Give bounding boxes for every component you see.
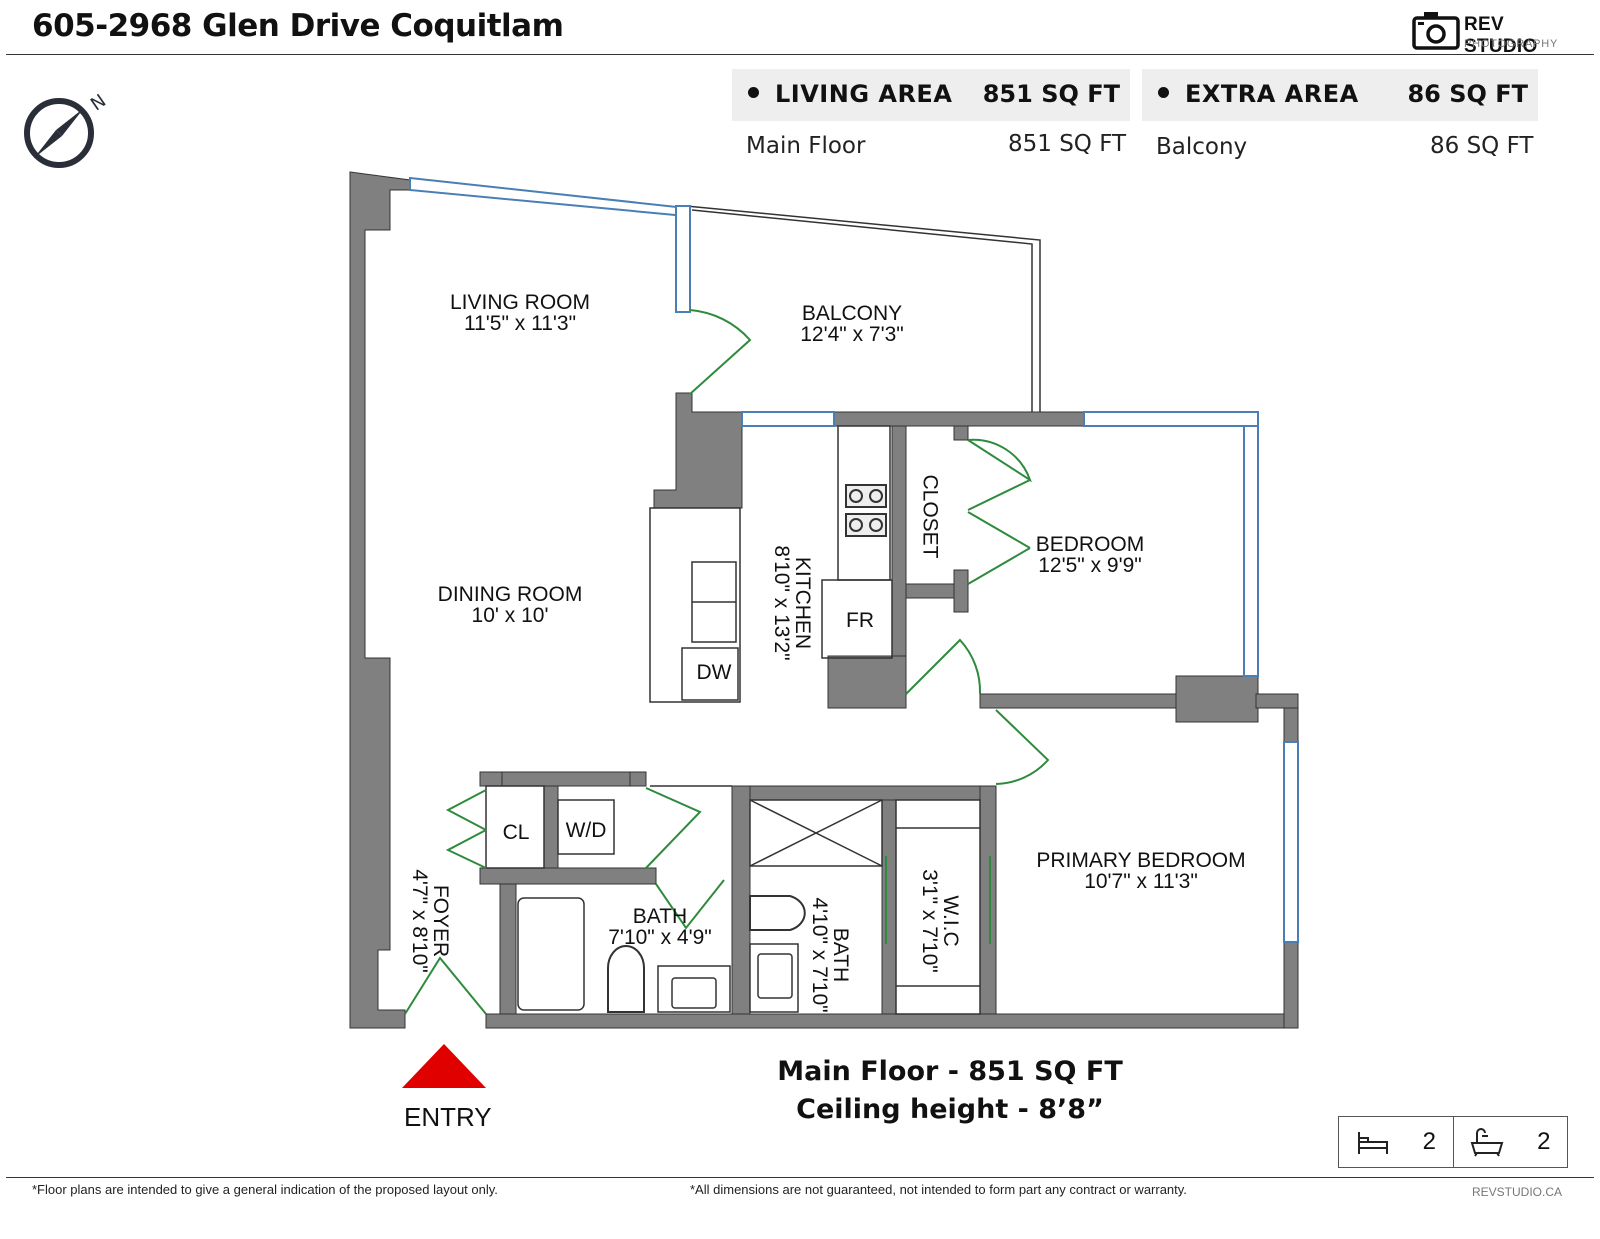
- footer-disclaimer-left: *Floor plans are intended to give a gene…: [32, 1182, 498, 1197]
- window-kitchen: [741, 411, 835, 427]
- floor-summary: Main Floor - 851 SQ FT Ceiling height - …: [740, 1053, 1160, 1129]
- bedroom-count: 2: [1339, 1117, 1453, 1167]
- toilet-icon: [607, 945, 645, 1013]
- closet-jamb: [953, 425, 969, 441]
- south-wall: [485, 1013, 1299, 1029]
- ensuite-north-wall: [731, 785, 997, 801]
- extra-row-label: Balcony: [1156, 134, 1248, 160]
- bedroom-divider-wall: [979, 693, 1181, 709]
- logo-text: REV STUDIO: [1464, 14, 1538, 57]
- shower: [749, 799, 883, 867]
- laundry-doors: [645, 787, 702, 869]
- ensuite-west-wall: [731, 785, 751, 1015]
- laundry-north-wall: [479, 771, 647, 787]
- bedroom-door: [905, 638, 982, 695]
- bath-door: [655, 879, 725, 930]
- kitchen-wall-pier: [827, 655, 907, 709]
- window-bedroom-east: [1243, 425, 1259, 677]
- entry-arrow-icon: [402, 1044, 486, 1088]
- fridge: [821, 579, 893, 659]
- window-bedroom: [1083, 411, 1259, 427]
- wall-pier: [1175, 675, 1259, 723]
- ceiling-height-text: Ceiling height - 8’8”: [796, 1094, 1104, 1125]
- kitchen-counter: [649, 507, 741, 703]
- living-area-total: 851 SQ FT: [982, 80, 1120, 108]
- footer-website: REVSTUDIO.CA: [1472, 1185, 1563, 1199]
- kitchen-wall-block: [653, 392, 743, 509]
- wic-east-wall: [979, 785, 997, 1015]
- closet-doors: [967, 438, 1032, 585]
- window-primary: [1283, 741, 1299, 943]
- bathtub-icon: [1470, 1128, 1504, 1157]
- extra-area-total: 86 SQ FT: [1407, 80, 1528, 108]
- fridge-label: FR: [846, 609, 874, 632]
- extra-area-heading: EXTRA AREA: [1185, 80, 1359, 108]
- compass-icon: N: [24, 90, 110, 168]
- extra-area-header: EXTRA AREA 86 SQ FT: [1142, 69, 1538, 121]
- bath-north-wall: [479, 867, 657, 885]
- closet-jamb: [953, 569, 969, 613]
- dishwasher-label: DW: [696, 661, 732, 684]
- bathroom-count: 2: [1452, 1117, 1568, 1167]
- floor-area-text: Main Floor - 851 SQ FT: [777, 1056, 1123, 1087]
- bath-west-wall: [499, 883, 517, 1015]
- bathtub: [517, 897, 585, 1011]
- bed-icon: [1357, 1132, 1388, 1154]
- bullet-icon: [1158, 86, 1169, 98]
- room-counts: 2 2: [1338, 1116, 1568, 1168]
- wall-stub: [1255, 693, 1299, 709]
- entry-label: ENTRY: [404, 1102, 492, 1132]
- ensuite-vanity: [749, 943, 799, 1013]
- coat-closet-label: CL: [502, 821, 530, 844]
- living-row-label: Main Floor: [746, 133, 866, 159]
- room-closet: CLOSET: [918, 474, 942, 559]
- window-living-balcony: [675, 205, 691, 313]
- toilet-icon: [749, 895, 806, 931]
- cl-wd-wall: [543, 785, 559, 871]
- dishwasher: [681, 647, 739, 701]
- footer-disclaimer-middle: *All dimensions are not guaranteed, not …: [690, 1182, 1187, 1197]
- balcony-rail: [685, 205, 1041, 412]
- primary-door: [995, 709, 1050, 785]
- balcony-door: [689, 309, 752, 395]
- brand-logo: REV STUDIO PHOTOGRAPHY: [1412, 8, 1572, 57]
- living-row-value: 851 SQ FT: [1008, 131, 1127, 157]
- camera-icon: [1412, 12, 1460, 50]
- wic-west-wall: [881, 799, 897, 1015]
- west-wall: [349, 171, 411, 1029]
- cooktop-icon: [845, 484, 887, 537]
- footer-divider: [6, 1177, 1594, 1178]
- living-area-heading: LIVING AREA: [775, 80, 953, 108]
- page-title: 605-2968 Glen Drive Coquitlam: [32, 8, 564, 44]
- extra-row-value: 86 SQ FT: [1430, 133, 1534, 159]
- washer-dryer: [557, 799, 615, 855]
- vanity: [657, 965, 731, 1013]
- logo-subtext: PHOTOGRAPHY: [1464, 38, 1559, 50]
- window-north: [409, 176, 687, 218]
- kitchen-bedroom-wall: [891, 425, 907, 695]
- bullet-icon: [748, 86, 759, 98]
- header-divider: [6, 54, 1594, 55]
- coat-closet-doors: [445, 789, 487, 869]
- washer-dryer-label: W/D: [565, 819, 607, 842]
- living-area-header: LIVING AREA 851 SQ FT: [732, 69, 1130, 121]
- entry-door: [404, 956, 487, 1015]
